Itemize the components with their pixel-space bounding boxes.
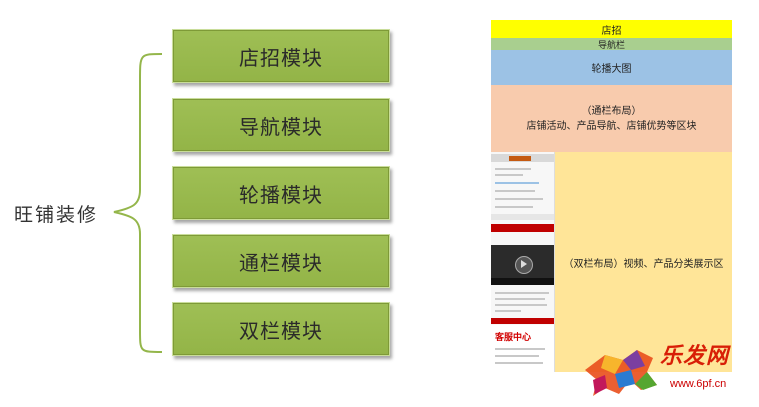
root-label: 旺铺装修 [14, 204, 99, 226]
watermark-brand: 乐发网 [660, 343, 730, 369]
module-carousel: 轮播模块 [172, 166, 390, 220]
band-full-width: （通栏布局） 店铺活动、产品导航、店铺优势等区块 [491, 85, 732, 152]
thumb-line [495, 206, 533, 208]
thumb-video-controls [491, 278, 554, 285]
thumb-red-bar [491, 224, 554, 232]
band-dual-column-label: （双栏布局）视频、产品分类展示区 [563, 258, 724, 270]
thumb-line [495, 298, 545, 300]
thumb-line [495, 348, 545, 350]
band-dual-column: （双栏布局）视频、产品分类展示区 [555, 152, 732, 372]
thumb-line [495, 304, 547, 306]
thumb-tabs [491, 214, 554, 220]
thumb-line [495, 190, 535, 192]
watermark-logo-graphic [585, 350, 657, 396]
thumb-line [495, 362, 543, 364]
module-store-sign: 店招模块 [172, 29, 390, 83]
thumb-line [495, 198, 543, 200]
thumb-line [495, 182, 539, 184]
band-nav-bar: 导航栏 [491, 38, 732, 51]
band-store-sign-label: 店招 [601, 25, 622, 37]
sidebar-thumbnail: 客服中心 [491, 152, 555, 372]
thumb-line [495, 292, 549, 294]
module-dual-column: 双栏模块 [172, 302, 390, 356]
band-banner-label: 轮播大图 [591, 64, 632, 75]
module-navigation: 导航模块 [172, 98, 390, 152]
band-two-column: 客服中心 （双栏布局）视频、产品分类展示区 [491, 152, 732, 372]
thumb-line [495, 310, 521, 312]
band-full-width-line1: （通栏布局） [581, 105, 642, 117]
thumb-service-title: 客服中心 [495, 333, 532, 343]
thumb-line [495, 174, 523, 176]
module-full-width: 通栏模块 [172, 234, 390, 288]
band-banner: 轮播大图 [491, 50, 732, 85]
thumb-red-bar [491, 318, 554, 324]
band-nav-bar-label: 导航栏 [597, 40, 625, 51]
thumb-logo [509, 156, 531, 161]
band-full-width-line2: 店铺活动、产品导航、店铺优势等区块 [526, 120, 697, 132]
watermark-url: www.6pf.cn [670, 378, 727, 390]
play-triangle-icon [521, 260, 527, 268]
curly-brace [113, 53, 163, 353]
thumb-line [495, 355, 539, 357]
band-store-sign: 店招 [491, 20, 732, 38]
layout-mockup: 店招 导航栏 轮播大图 （通栏布局） 店铺活动、产品导航、店铺优势等区块 [491, 20, 732, 372]
thumb-line [495, 168, 531, 170]
